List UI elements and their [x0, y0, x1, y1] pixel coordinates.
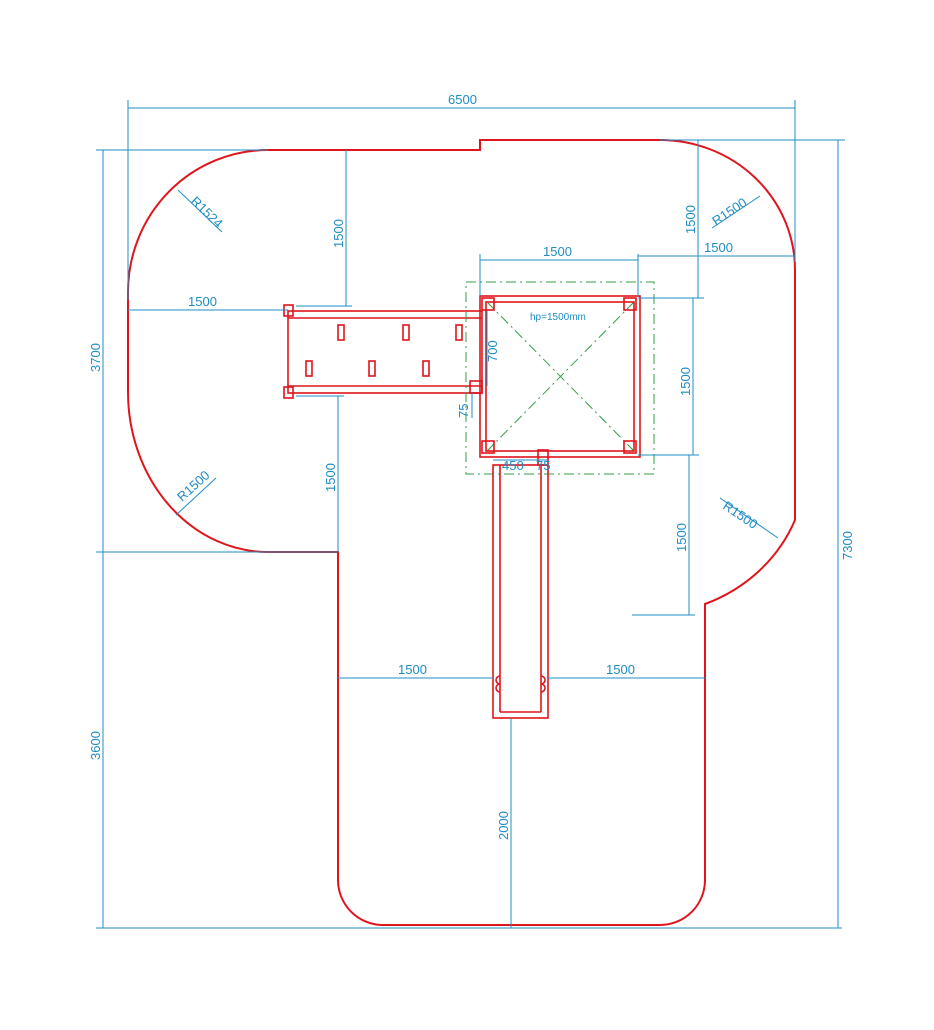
upper-height-label: 3700: [88, 343, 103, 372]
top-left-vertical-label: 1500: [331, 219, 346, 248]
platform-post: [623, 440, 637, 454]
slide-roller: [495, 675, 501, 693]
bridge-step: [402, 324, 410, 341]
overall-width-label: 6500: [448, 92, 477, 107]
platform-height-note: hp=1500mm: [530, 312, 586, 323]
platform-outer: [479, 295, 641, 458]
platform-width-label: 1500: [543, 244, 572, 259]
bridge-frame: [287, 310, 483, 394]
bridge-step: [368, 360, 376, 377]
right-lower-radius-label: R1500: [720, 498, 760, 532]
slide-bed: [492, 464, 549, 719]
slide-roller: [540, 675, 546, 693]
slide-top-marker: [537, 449, 549, 466]
slide-gap-label: 450: [502, 458, 524, 473]
platform-inner: [485, 301, 635, 452]
bridge-step: [422, 360, 430, 377]
left-vertical-lower-label: 1500: [323, 463, 338, 492]
bridge-width-label: 700: [485, 340, 500, 362]
top-right-radius-label: R1500: [709, 195, 749, 229]
overall-height-label: 7300: [840, 531, 855, 560]
top-right-horizontal-label: 1500: [704, 240, 733, 255]
bridge-step: [305, 360, 313, 377]
platform-diagonal: [486, 301, 635, 452]
bridge-step: [337, 324, 345, 341]
platform-post: [481, 297, 495, 311]
bridge-connector: [469, 380, 483, 394]
platform-post: [481, 440, 495, 454]
dimension-lines: 6500 3700 3600 7300 R1524 1500 1500 1500…: [88, 92, 855, 929]
platform-zone: [465, 281, 655, 475]
bridge: [283, 304, 483, 399]
slide-left-clearance-label: 1500: [398, 662, 427, 677]
platform-height-label: 1500: [678, 367, 693, 396]
offset-75-left-label: 75: [456, 404, 471, 418]
bridge-post: [283, 386, 294, 399]
lower-height-label: 3600: [88, 731, 103, 760]
slide-right-clearance-label: 1500: [606, 662, 635, 677]
bridge-step: [455, 324, 463, 341]
right-vertical-lower-label: 1500: [674, 523, 689, 552]
top-right-vertical-label: 1500: [683, 205, 698, 234]
platform-post: [623, 297, 637, 311]
left-horizontal-label: 1500: [188, 294, 217, 309]
safety-zone-outline: [127, 139, 796, 926]
platform-tower: hp=1500mm: [465, 281, 655, 475]
top-left-radius-label: R1524: [188, 193, 226, 230]
slide: [492, 449, 549, 719]
offset-75-bottom-label: 75: [536, 458, 550, 473]
slide-end-clearance-label: 2000: [496, 811, 511, 840]
